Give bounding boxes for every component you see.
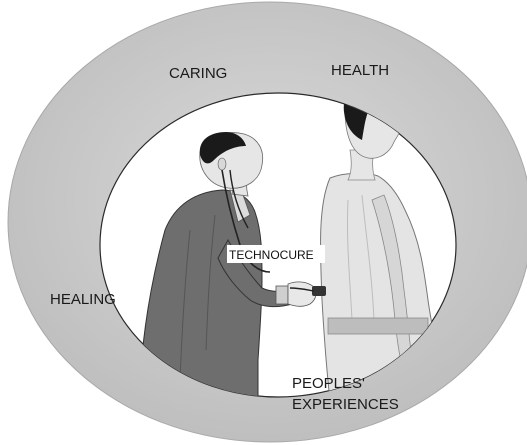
doctor-with-stethoscope-icon	[139, 132, 326, 397]
label-healing: HEALING	[50, 291, 116, 308]
label-technocure: TECHNOCURE	[229, 248, 314, 262]
technocure-label-bg	[227, 245, 325, 263]
label-health: HEALTH	[331, 62, 389, 79]
label-caring: CARING	[169, 65, 227, 82]
label-experiences: EXPERIENCES	[292, 396, 399, 413]
label-peoples: PEOPLES'	[292, 375, 365, 392]
